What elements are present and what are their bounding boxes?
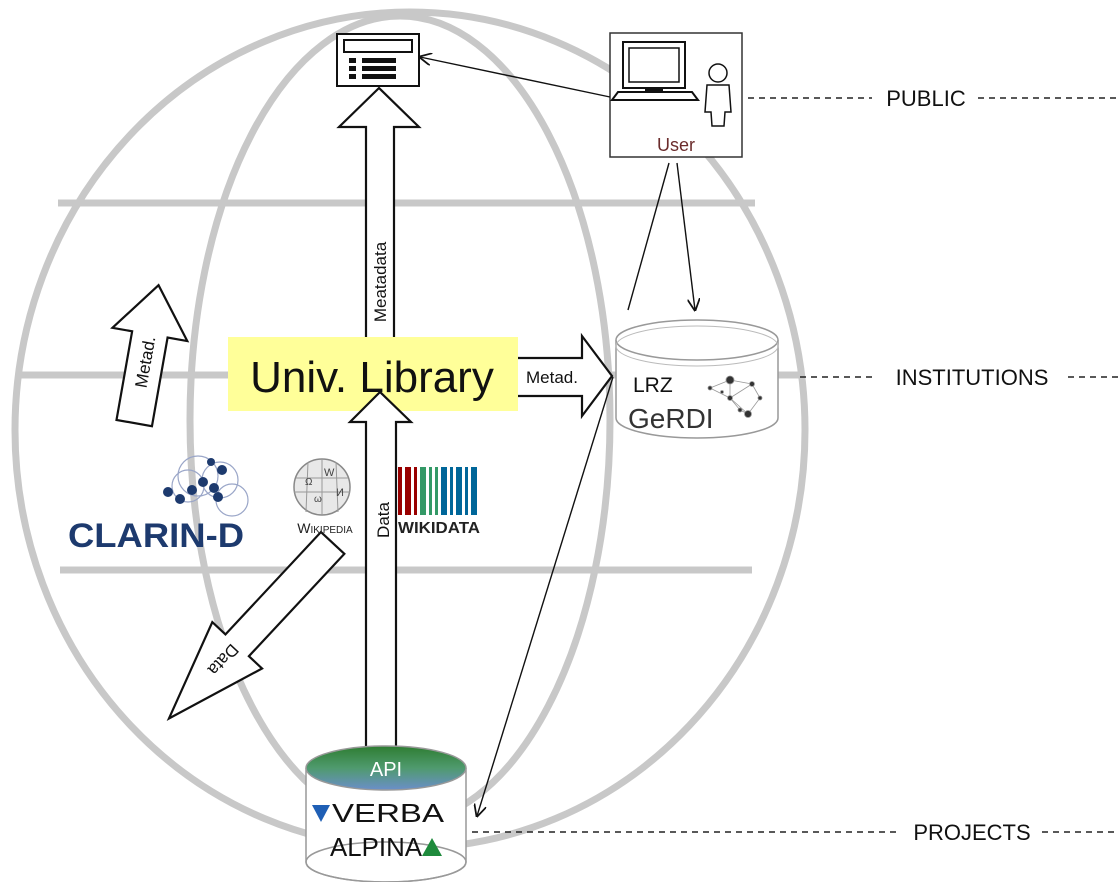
- gerdi-label: GeRDI: [628, 403, 714, 434]
- wikidata-barcode-icon: [398, 467, 477, 515]
- lrz-label: LRZ: [633, 374, 673, 397]
- metadata-up-label: Meatadata: [371, 241, 390, 322]
- person-icon: [704, 63, 732, 127]
- web-page-icon: [336, 33, 420, 87]
- library-label: Univ. Library: [250, 353, 494, 402]
- level-lines: [472, 97, 1118, 833]
- wikipedia-label: Wikipedia: [297, 520, 353, 536]
- data-left-arrow: Data: [166, 530, 346, 721]
- clarin-label: CLARIN-D: [68, 517, 244, 555]
- user-label: User: [657, 135, 695, 155]
- verba-label: VERBA: [332, 798, 445, 828]
- level-public: PUBLIC: [886, 86, 966, 111]
- user-box: User: [609, 32, 743, 158]
- verba-triangle-icon: [312, 805, 330, 822]
- wikidata-logo: WIKIDATA: [398, 467, 480, 537]
- verba-alpina-database: API VERBA ALPINA: [305, 745, 467, 883]
- svg-text:И: И: [336, 487, 344, 499]
- lrz-gerdi-database: LRZ GeRDI: [615, 319, 779, 439]
- metad-right-label: Metad.: [526, 368, 578, 387]
- api-disc: [305, 745, 467, 791]
- alpina-label: ALPINA: [330, 832, 423, 862]
- data-up-arrow: Data: [347, 390, 414, 758]
- wikipedia-logo: Ω W И ω Wikipedia: [293, 458, 353, 536]
- computer-icon: [610, 41, 700, 101]
- metadata-up-arrow: Meatadata: [336, 86, 422, 337]
- user-links: [420, 57, 695, 816]
- svg-text:Ω: Ω: [305, 477, 313, 488]
- network-graph-icon: [707, 375, 763, 418]
- metad-right-arrow: Metad.: [518, 332, 614, 420]
- level-projects: PROJECTS: [913, 820, 1030, 845]
- alpina-triangle-icon: [422, 838, 442, 856]
- metad-left-arrow: Metad.: [110, 283, 190, 428]
- clarin-molecule-icon: [163, 455, 249, 517]
- svg-text:ω: ω: [314, 494, 322, 505]
- wikipedia-globe-icon: Ω W И ω: [293, 458, 351, 516]
- svg-text:W: W: [324, 467, 335, 479]
- wikidata-label: WIKIDATA: [398, 520, 480, 537]
- clarin-logo: CLARIN-D: [68, 455, 249, 555]
- data-up-label: Data: [374, 502, 393, 538]
- level-institutions: INSTITUTIONS: [896, 365, 1049, 390]
- api-label: API: [370, 759, 402, 781]
